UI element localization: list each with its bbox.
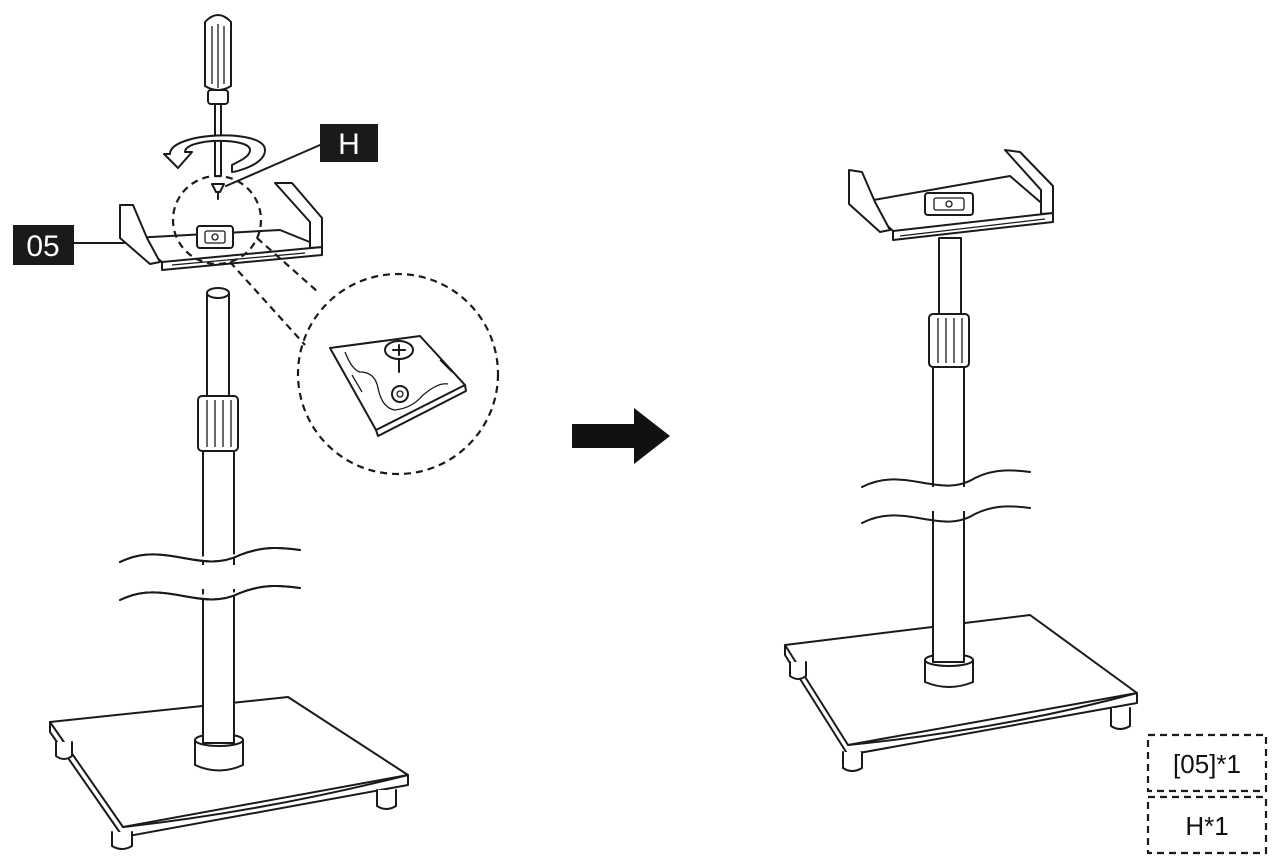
left-pole-collar (194, 739, 244, 772)
detail-magnified-view (296, 272, 500, 476)
bracket-05 (119, 182, 323, 271)
left-upper-pole (206, 292, 230, 399)
screwdriver-icon (204, 14, 232, 177)
parts-list-item-bracket-label: [05]*1 (1173, 749, 1241, 779)
parts-list-item-screw-label: H*1 (1185, 811, 1228, 841)
rotate-clockwise-icon (163, 134, 266, 173)
right-base-feet (789, 661, 1131, 772)
right-height-adjust-knob (928, 313, 970, 368)
step-arrow-icon (572, 408, 670, 464)
right-bracket-05 (848, 149, 1054, 241)
tag-h: H (225, 124, 378, 187)
right-pole-break-lines (861, 469, 1031, 524)
tag-h-label: H (338, 128, 360, 161)
parts-list: [05]*1 H*1 (1146, 733, 1268, 855)
parts-list-item-screw: H*1 (1146, 795, 1268, 855)
right-upper-pole (938, 237, 962, 319)
tag-05: 05 (13, 225, 125, 265)
right-pole-collar (924, 659, 974, 688)
right-stand-assembled (784, 149, 1138, 772)
left-base-feet (55, 741, 397, 850)
tag-05-label: 05 (26, 230, 59, 263)
screw-h (211, 183, 225, 200)
left-pole-break-lines (119, 547, 301, 601)
parts-list-item-bracket: [05]*1 (1146, 733, 1268, 793)
left-height-adjust-knob (197, 395, 239, 452)
left-stand-assembly: 05 H (13, 14, 500, 850)
